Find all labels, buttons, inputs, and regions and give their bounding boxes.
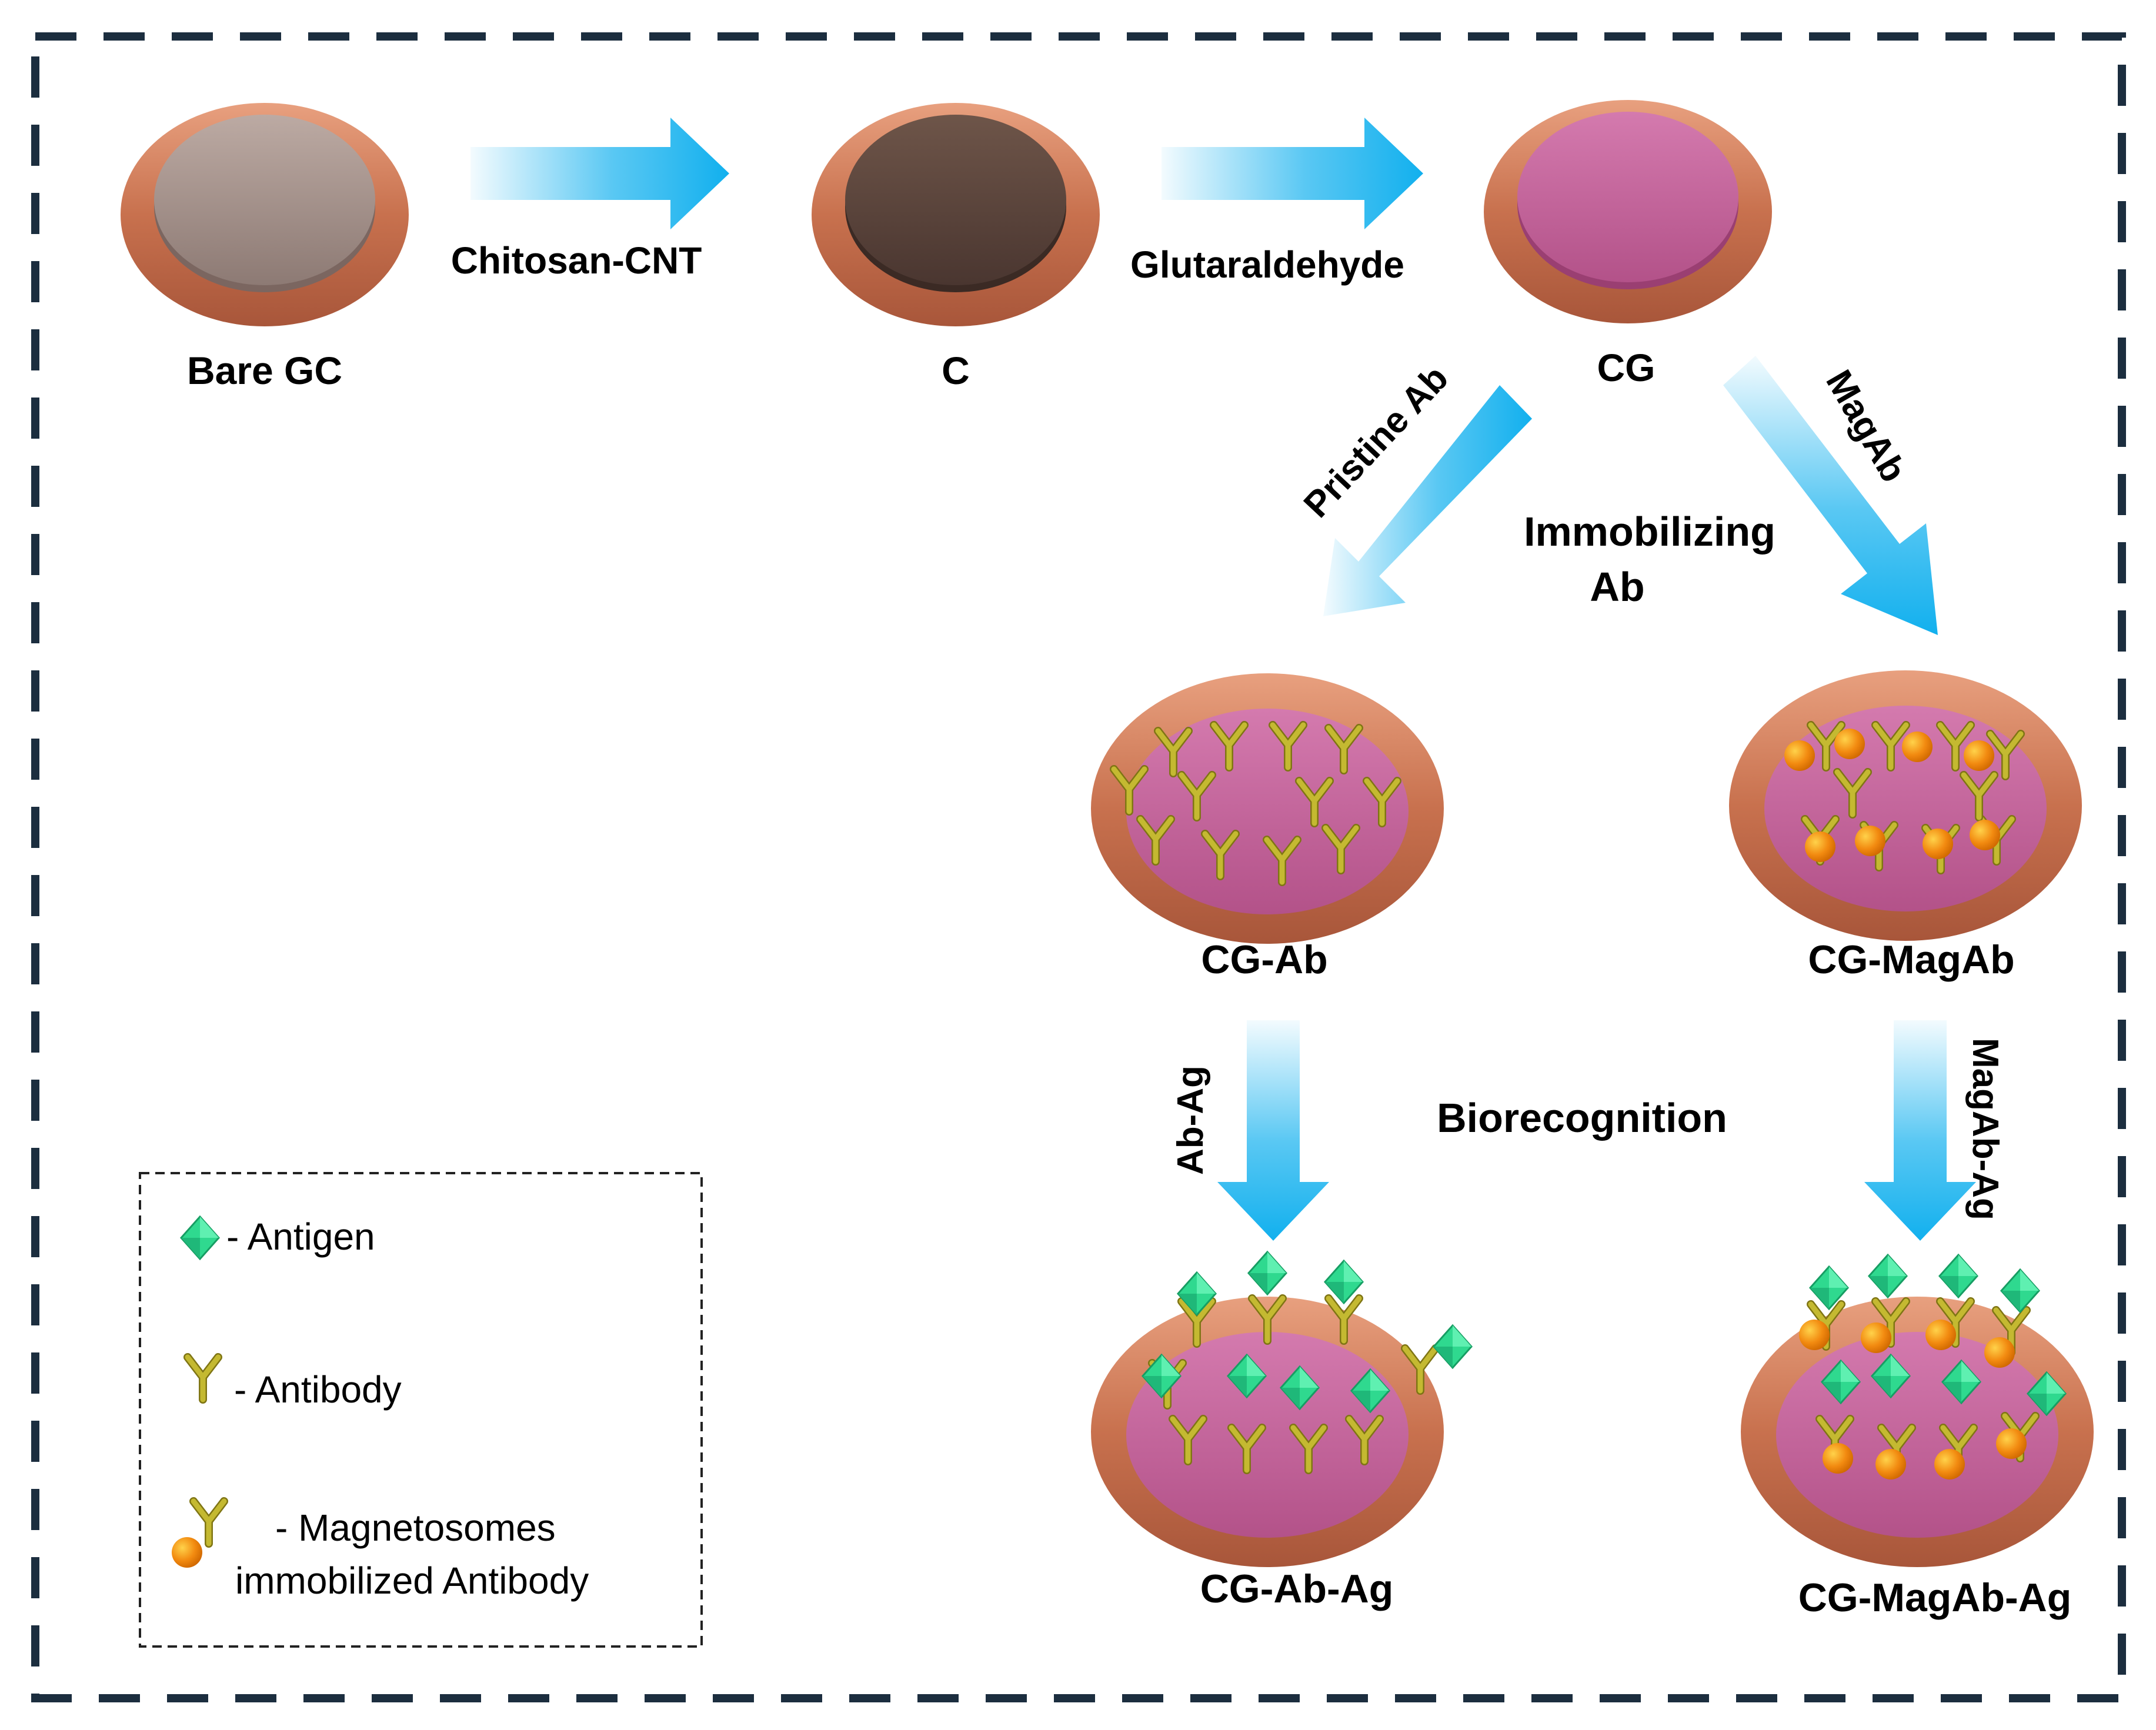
outer-frame [31,32,2126,1702]
label-cg-magab: CG-MagAb [1808,937,2014,982]
label-glutaraldehyde: Glutaraldehyde [1130,243,1404,286]
label-cg: CG [1597,346,1656,389]
label-biorecognition: Biorecognition [1437,1095,1727,1141]
electrode-cg-magab-ag [1741,1254,2094,1567]
label-magab-ag: MagAb-Ag [1965,1038,2005,1220]
arrow-chitosan-cnt [470,118,729,229]
electrode-cg-magab [1729,670,2082,941]
legend-antibody-label: - Antibody [234,1368,402,1411]
electrode-cg [1484,100,1772,323]
legend-frame [139,1172,703,1648]
label-chitosan-cnt: Chitosan-CNT [451,239,702,282]
legend-antigen-label: - Antigen [226,1215,375,1258]
arrow-glutaraldehyde [1162,118,1423,229]
electrode-cg-ab [1091,673,1444,944]
electrode-bare-gc [121,103,409,326]
legend: - Antigen - Antibody - Magnetosomes immo… [139,1172,703,1648]
arrow-ab-ag [1217,1020,1329,1241]
label-ab-ag: Ab-Ag [1170,1066,1211,1175]
label-cg-ab-ag: CG-Ab-Ag [1200,1567,1394,1611]
label-cg-ab: CG-Ab [1201,937,1327,982]
legend-antibody-icon [188,1357,218,1400]
electrode-c [812,103,1100,326]
electrode-cg-ab-ag [1091,1251,1473,1567]
legend-magneto-antibody-icon [193,1501,224,1544]
arrow-magab-ag [1864,1020,1976,1241]
label-cg-magab-ag: CG-MagAb-Ag [1798,1575,2072,1620]
label-immobilizing-line1: Immobilizing [1524,509,1775,555]
label-c: C [942,349,970,392]
legend-magnetosome-icon [172,1537,202,1568]
label-immobilizing-line2: Ab [1590,564,1644,610]
legend-magneto-label-line2: immobilized Antibody [235,1559,589,1602]
legend-magneto-label-line1: - Magnetosomes [275,1507,556,1549]
legend-antigen-icon [180,1215,220,1260]
arrow-pristine-ab [1323,385,1532,616]
label-bare-gc: Bare GC [187,349,342,392]
arrow-magab [1723,356,1938,635]
